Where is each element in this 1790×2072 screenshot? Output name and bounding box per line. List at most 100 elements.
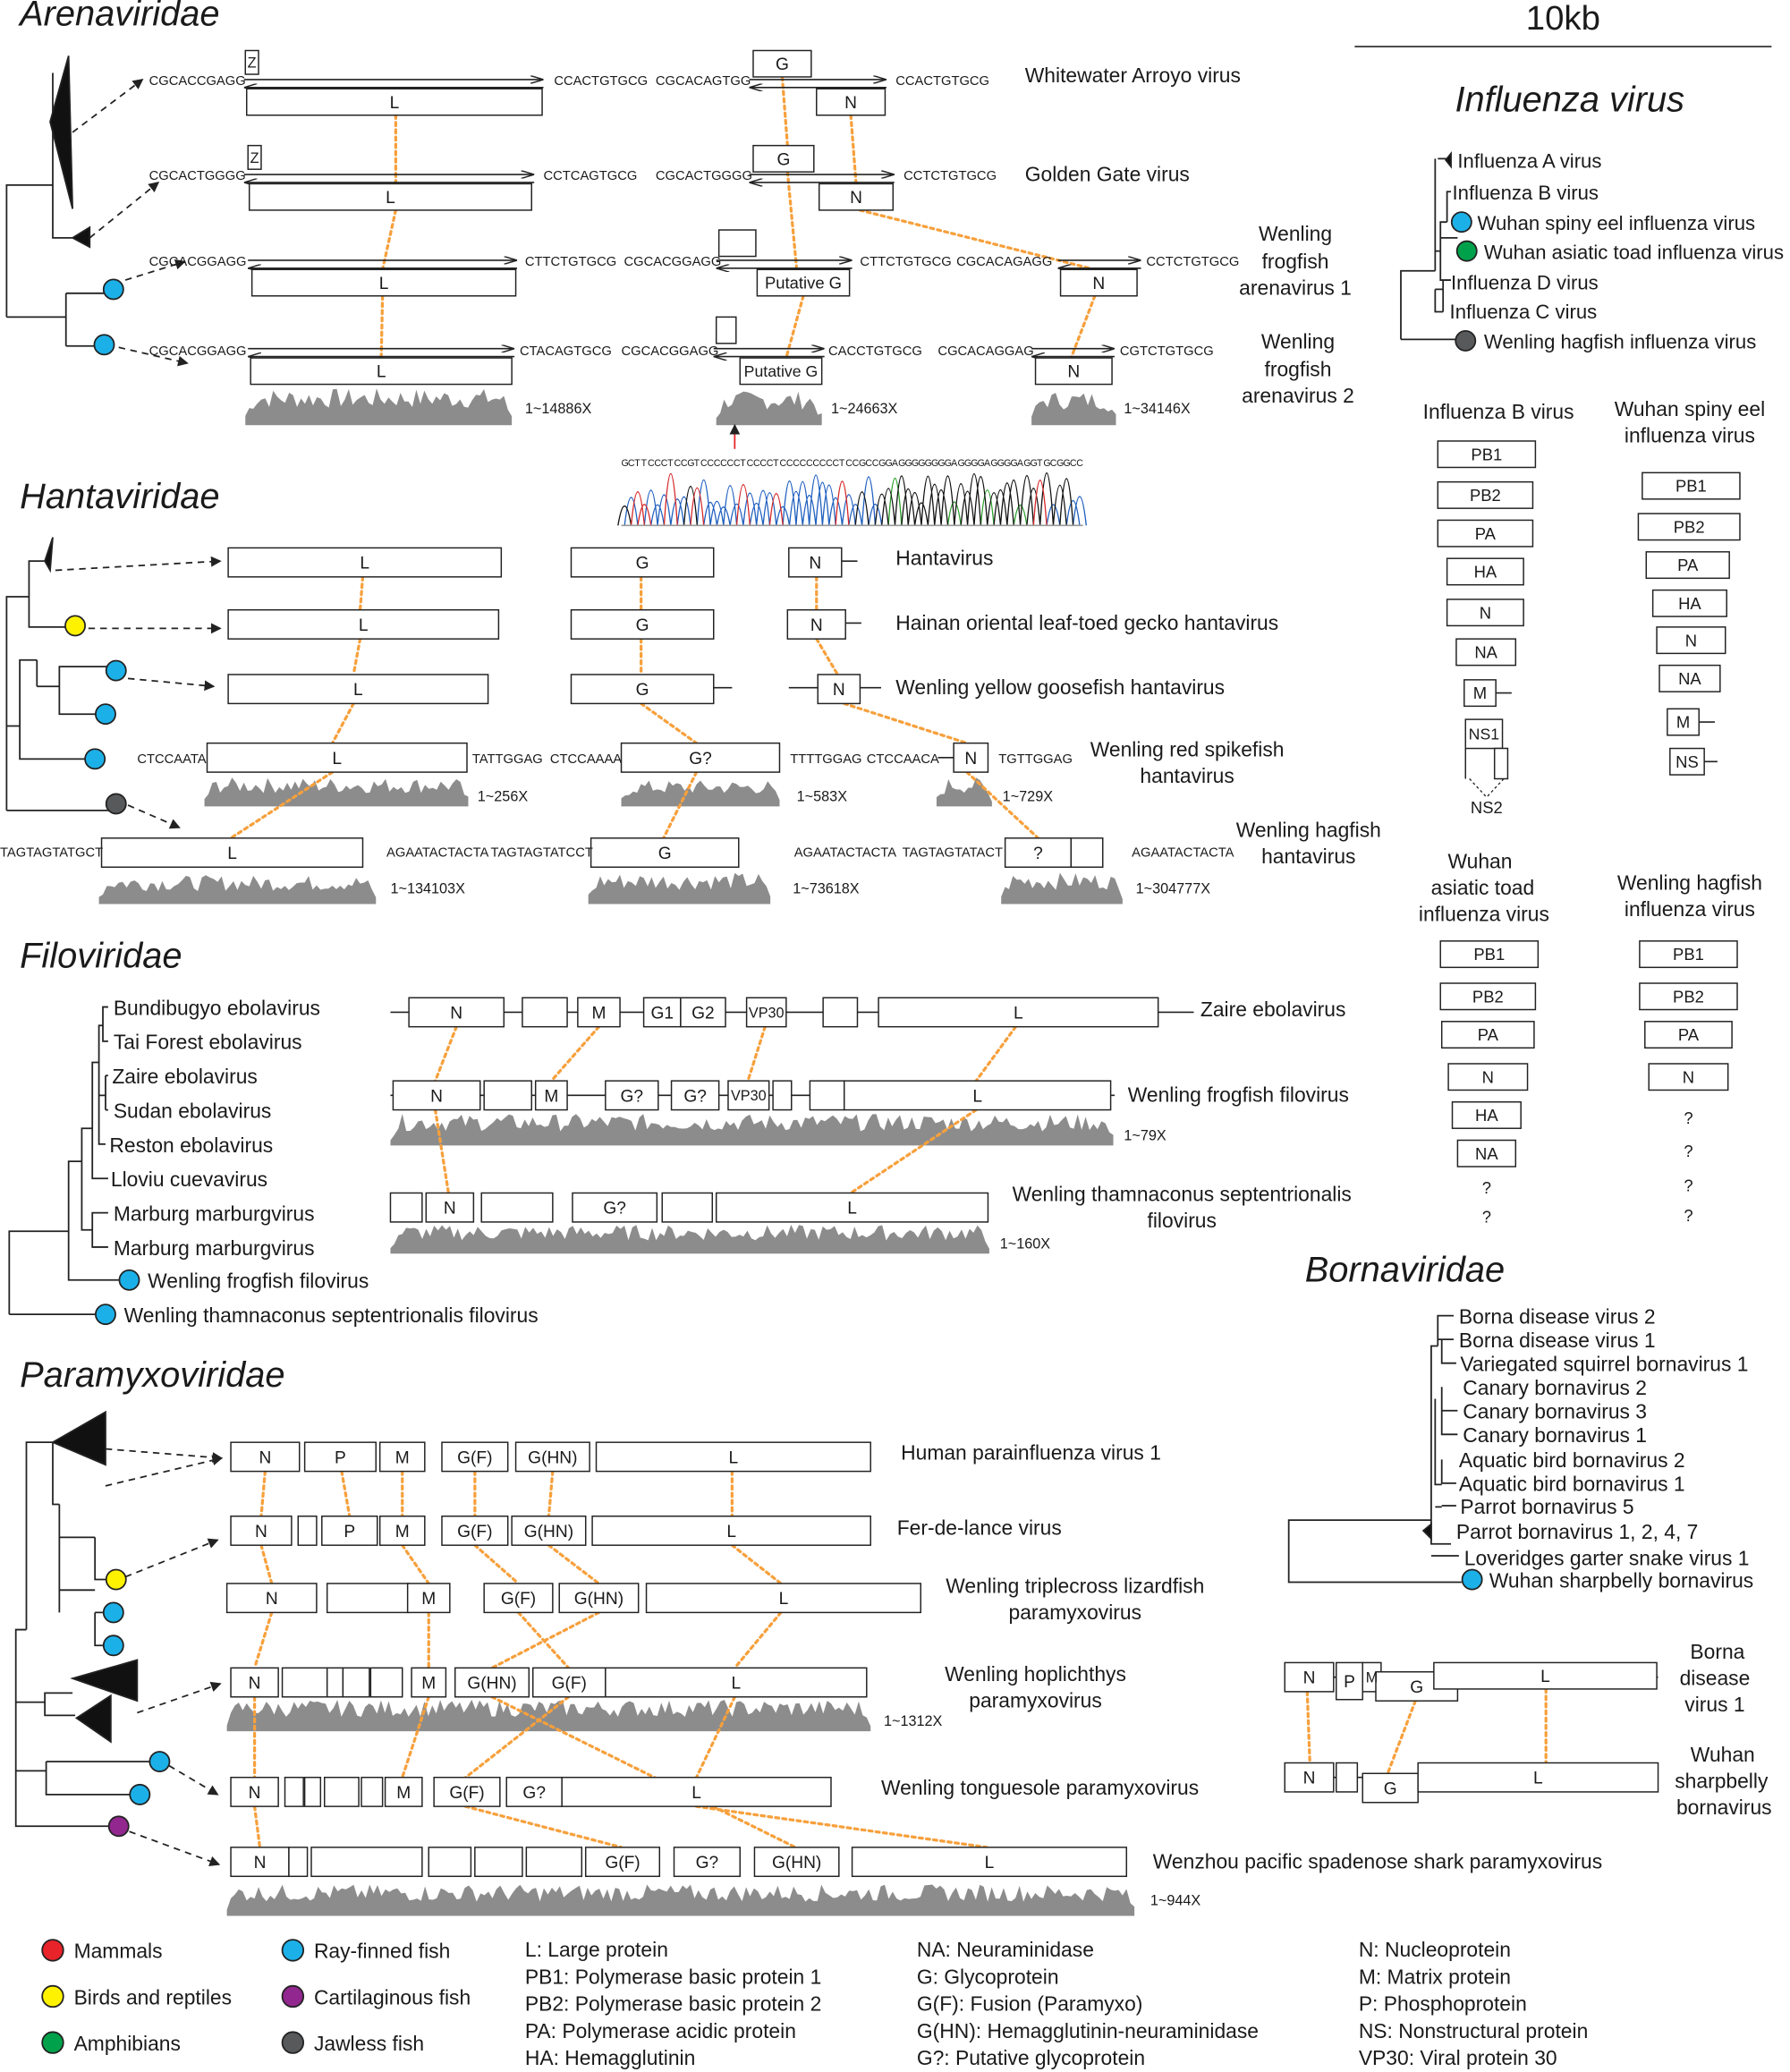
legend-host-label-2: Amphibians [74,2032,181,2055]
l-gene-box-label: L [726,1523,736,1541]
hanta-terminal-seq: TGTTGGAG [998,752,1073,767]
filo-tree-label-1: Tai Forest ebolavirus [114,1031,302,1054]
chromatogram-base: T [694,458,700,469]
legend-abbr1-2: PB2: Polymerase basic protein 2 [525,1992,821,2016]
chromatogram-base: C [865,458,872,469]
whi-title-l1: Wenling hagfish [1617,870,1762,894]
chromatogram-base: C [819,458,827,469]
arena-terminal-seq: CGCACCGAGG [149,74,246,89]
hanta-g-link [640,701,699,745]
chromatogram-base: G [1023,458,1031,469]
para-ghn-link [547,1469,555,1518]
gf-gene-box-label: G(F) [449,1784,484,1803]
chromatogram-base: C [714,458,721,469]
gf-gene-box [433,1776,501,1807]
chromatogram-base: C [681,458,688,469]
gene-box [361,1776,384,1807]
legend-host-label-3: Ray-finned fish [314,1940,450,1963]
g-gene-box [620,742,781,773]
chromatogram-base: C [648,458,655,469]
gene-box [1336,1762,1359,1793]
n-gene-box-label: N [844,94,857,113]
coverage-profile [245,388,513,426]
hanta-l-link [352,637,362,676]
hanta-terminal-seq: TAGTAGTATACT [903,845,1003,860]
pa-segment-label: PA [1478,1025,1499,1044]
filo-n-link [433,1108,450,1195]
coverage-label: 1~256X [478,789,529,805]
chromatogram-base: C [726,458,734,469]
gene-box [389,1192,423,1223]
l-gene-box-label: L [379,275,389,293]
coverage-label: 1~944X [1150,1893,1201,1909]
n-gene-box [230,1776,279,1807]
n-gene-box-label: N [1092,275,1105,293]
pb2-segment-label: PB2 [1674,517,1705,536]
hanta-terminal-seq: AGAATACTACTA [386,845,489,860]
l-gene-box-label: L [731,1674,741,1693]
chromatogram-base: C [826,458,833,469]
arena-clade-triangle [49,55,73,209]
na-segment [1456,1139,1517,1168]
chromatogram-base: G [990,458,997,469]
virus-name-whh-l1: Wenling hagfish [1236,818,1381,841]
coverage-label: 1~583X [797,789,848,805]
pb2-segment [1437,480,1534,509]
l-gene-box [878,997,1159,1028]
chromatogram-base: C [800,458,807,469]
borna-tree [1287,1314,1462,1584]
putative-g-box [739,357,823,386]
wse-title-l1: Wuhan spiny eel [1615,397,1765,420]
filo-tree-label-2: Zaire ebolavirus [112,1065,258,1088]
para-l-link [733,1610,783,1669]
n-gene-box-label: N [266,1590,278,1609]
arena-host-dot-wf1 [102,278,124,301]
g-gene-box-label: G? [621,1087,644,1106]
gene-box [303,1776,322,1807]
l-gene-box-label: L [847,1200,857,1219]
chromatogram-base: G [859,458,866,469]
m-gene-box-label: M [1366,1669,1379,1686]
putative-orf-box [717,229,757,258]
ghn-gene-box [511,1516,587,1546]
l-gene-box-label: L [332,750,342,769]
coverage-profile [98,875,377,904]
l-gene-box [227,547,503,578]
na-segment-label: NA [1474,643,1497,662]
l-gene-box [645,1583,921,1614]
hanta-terminal-seq: AGAATACTACTA [794,845,897,860]
n-segment-label: N [1685,631,1697,650]
g-gene-box-label: G [776,150,790,169]
gf-gene-box [441,1441,509,1473]
virus-name-wwa: Whitewater Arroyo virus [1025,64,1241,87]
arena-host-dot-wf2 [93,334,115,356]
arena-terminal-seq: CGCACAGAGG [956,255,1052,269]
p-gene-box [321,1516,378,1546]
chromatogram-base: G [898,458,905,469]
arena-terminal-seq: CGCACTGGGG [149,169,246,183]
l-gene-box [1433,1661,1658,1690]
filo-tree-label-5: Lloviu cuevavirus [111,1168,267,1191]
chromatogram-base: C [872,458,879,469]
coverage-label: 1~729X [1003,789,1054,805]
arena-terminal-seq: CACCTGTGCG [828,344,922,359]
g-gene-box-label: G? [603,1200,626,1219]
gene-box [822,997,859,1028]
virus-name-wrs-l2: hantavirus [1140,764,1234,787]
ha-segment-label: HA [1475,1106,1498,1125]
wsb-name-l1: Wuhan [1691,1743,1755,1766]
pb2-segment-label: PB2 [1470,486,1501,505]
legend-abbr3-4: VP30: Viral protein 30 [1359,2046,1557,2069]
p-gene-box-label: P [335,1448,346,1467]
chromatogram-base: C [845,458,853,469]
virus-name-wts-l2: filovirus [1148,1209,1217,1232]
ha-segment-label: HA [1474,563,1497,582]
g-gene-box-label: G [636,616,649,635]
n-gene-box [817,674,861,705]
chromatogram-base: C [661,458,668,469]
wse-title-l2: influenza virus [1625,423,1755,446]
g-gene-box [642,997,682,1028]
borna-tree-label-5: Canary bornavirus 1 [1463,1423,1647,1447]
legend-abbr1-4: HA: Hemagglutinin [525,2046,695,2069]
l-gene-box [595,1441,871,1473]
